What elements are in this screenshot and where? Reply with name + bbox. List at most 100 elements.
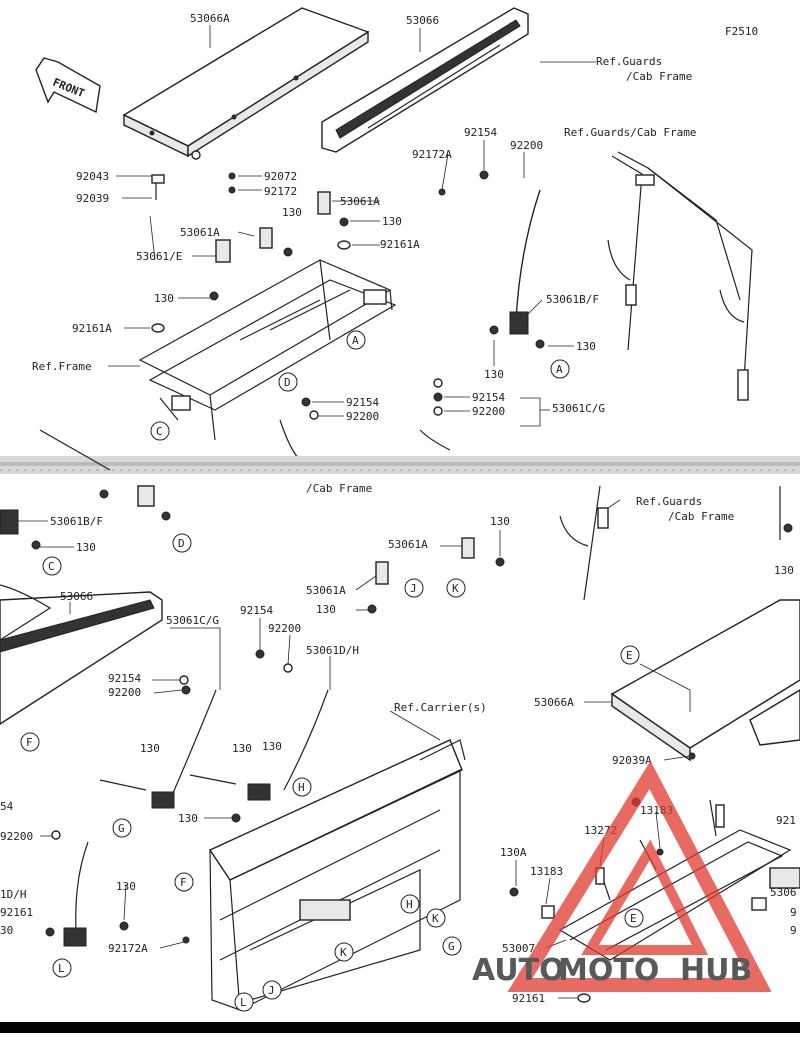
svg-text:53061/E: 53061/E: [136, 250, 182, 263]
svg-text:53007: 53007: [502, 942, 535, 955]
svg-text:130: 130: [774, 564, 794, 577]
svg-text:Ref.Frame: Ref.Frame: [32, 360, 92, 373]
seat-belt-53061b-f: [479, 170, 545, 349]
svg-text:130: 130: [282, 206, 302, 219]
svg-text:5306: 5306: [770, 886, 797, 899]
svg-text:53061A: 53061A: [306, 584, 346, 597]
seat-cushion-53066a: [122, 7, 370, 158]
backrest-lower-53066: [0, 584, 163, 725]
svg-text:E: E: [626, 649, 633, 662]
svg-text:92039: 92039: [76, 192, 109, 205]
svg-text:92200: 92200: [108, 686, 141, 699]
seat-belt-lower-left: [0, 429, 171, 550]
svg-text:92154: 92154: [108, 672, 141, 685]
svg-text:D: D: [178, 537, 185, 550]
svg-text:13183: 13183: [530, 865, 563, 878]
svg-text:J: J: [268, 984, 275, 997]
svg-text:92161: 92161: [512, 992, 545, 1005]
svg-text:53061B/F: 53061B/F: [50, 515, 103, 528]
svg-text:A: A: [556, 363, 563, 376]
svg-text:130: 130: [484, 368, 504, 381]
svg-text:K: K: [340, 946, 347, 959]
watermark-auto: AUTO: [472, 953, 565, 988]
svg-text:92161A: 92161A: [380, 238, 420, 251]
svg-text:130: 130: [116, 880, 136, 893]
main-frame: [138, 259, 397, 441]
svg-text:C: C: [156, 425, 163, 438]
part-labels: F2510 53066A 53066 Ref.Guards /Cab Frame…: [0, 12, 797, 1005]
belts-lower: [45, 649, 329, 947]
svg-text:G: G: [118, 822, 125, 835]
bottom-bar: [0, 1022, 800, 1033]
svg-text:92200: 92200: [510, 139, 543, 152]
svg-text:130: 130: [262, 740, 282, 753]
svg-text:K: K: [432, 912, 439, 925]
svg-text:K: K: [452, 582, 459, 595]
svg-text:L: L: [240, 996, 247, 1009]
svg-text:53061C/G: 53061C/G: [166, 614, 219, 627]
svg-text:92154: 92154: [240, 604, 273, 617]
watermark-moto: MOTO: [558, 953, 659, 988]
cab-frame-top: [607, 151, 753, 401]
backrest-53066: [321, 7, 529, 153]
svg-text:C: C: [48, 560, 55, 573]
front-arrow-icon: FRONT: [35, 57, 101, 114]
cab-frame-lower: [559, 485, 793, 601]
leader-lines: [18, 25, 691, 999]
svg-text:92154: 92154: [464, 126, 497, 139]
svg-text:92172: 92172: [264, 185, 297, 198]
svg-text:53061D/H: 53061D/H: [306, 644, 359, 657]
svg-text:G: G: [448, 940, 455, 953]
svg-text:/Cab Frame: /Cab Frame: [626, 70, 692, 83]
svg-text:53061B/F: 53061B/F: [546, 293, 599, 306]
svg-text:53066: 53066: [60, 590, 93, 603]
svg-text:92154: 92154: [472, 391, 505, 404]
callout-circles: A A D C D C K J F G H F H K G K J L L E …: [20, 330, 644, 1012]
svg-text:92161A: 92161A: [72, 322, 112, 335]
svg-text:F: F: [180, 876, 187, 889]
svg-text:92161: 92161: [0, 906, 33, 919]
svg-text:Ref.Carrier(s): Ref.Carrier(s): [394, 701, 487, 714]
svg-text:92172A: 92172A: [412, 148, 452, 161]
svg-text:53066A: 53066A: [190, 12, 230, 25]
svg-text:130: 130: [178, 812, 198, 825]
svg-text:D: D: [284, 376, 291, 389]
svg-text:130: 130: [316, 603, 336, 616]
svg-text:53061A: 53061A: [388, 538, 428, 551]
svg-text:H: H: [298, 781, 305, 794]
svg-text:Ref.Guards/Cab Frame: Ref.Guards/Cab Frame: [564, 126, 696, 139]
svg-text:92200: 92200: [268, 622, 301, 635]
svg-text:921: 921: [776, 814, 796, 827]
figure-code: F2510: [725, 25, 758, 38]
seat-cushion-lower-right: [610, 599, 800, 762]
svg-text:53066A: 53066A: [534, 696, 574, 709]
svg-text:130: 130: [576, 340, 596, 353]
svg-text:53061A: 53061A: [340, 195, 380, 208]
svg-text:53066: 53066: [406, 14, 439, 27]
svg-text:92172A: 92172A: [108, 942, 148, 955]
svg-text:92039A: 92039A: [612, 754, 652, 767]
svg-text:92154: 92154: [346, 396, 379, 409]
svg-text:92200: 92200: [0, 830, 33, 843]
svg-text:130: 130: [382, 215, 402, 228]
svg-text:E: E: [630, 912, 637, 925]
svg-text:130: 130: [490, 515, 510, 528]
svg-text:/Cab Frame: /Cab Frame: [668, 510, 734, 523]
svg-text:53061A: 53061A: [180, 226, 220, 239]
svg-text:130: 130: [140, 742, 160, 755]
svg-text:130: 130: [76, 541, 96, 554]
svg-text:L: L: [58, 962, 65, 975]
svg-text:130: 130: [232, 742, 252, 755]
carrier-box: [208, 739, 466, 1011]
watermark-hub: HUB: [680, 953, 752, 988]
svg-text:A: A: [352, 334, 359, 347]
svg-text:53061C/G: 53061C/G: [552, 402, 605, 415]
svg-text:92200: 92200: [472, 405, 505, 418]
svg-text:54: 54: [0, 800, 14, 813]
svg-text:92043: 92043: [76, 170, 109, 183]
svg-text:92072: 92072: [264, 170, 297, 183]
svg-text:F: F: [26, 736, 33, 749]
buckle-53061a-lower: [367, 537, 505, 614]
